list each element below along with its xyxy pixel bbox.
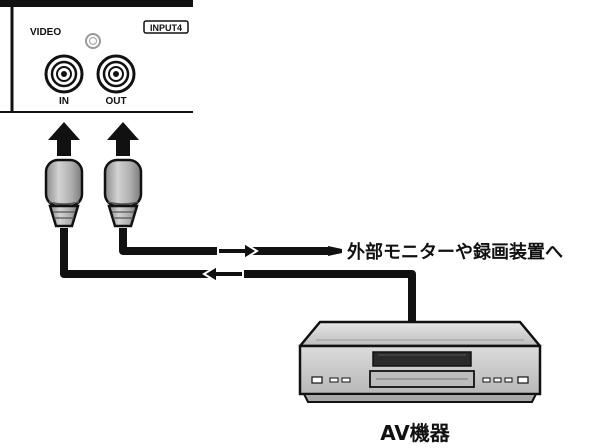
ground-terminal-icon: [85, 33, 101, 49]
arrow-left-icon: [202, 264, 244, 284]
av-device-label: AV機器: [380, 421, 451, 445]
av-device-icon: [298, 320, 542, 403]
up-arrow-icon-out: [107, 122, 139, 156]
external-device-label: 外部モニターや録画装置へ: [347, 241, 563, 263]
jack-out-label: OUT: [105, 96, 126, 107]
rear-panel: VIDEO INPUT4 IN OUT: [0, 0, 193, 113]
arrow-right-icon: [217, 241, 259, 261]
input-badge-label: INPUT4: [150, 23, 182, 33]
input-badge: [143, 20, 189, 34]
cable-out-tip: [328, 246, 342, 256]
panel-title: VIDEO: [30, 27, 61, 38]
up-arrow-icon-in: [48, 122, 80, 156]
cable-out: [119, 228, 330, 255]
video-out-jack: [96, 54, 136, 94]
panel-top-edge: [0, 0, 193, 7]
video-in-jack: [44, 54, 84, 94]
plug-out: [103, 158, 143, 228]
plug-in: [44, 158, 84, 228]
jack-in-label: IN: [59, 96, 69, 107]
